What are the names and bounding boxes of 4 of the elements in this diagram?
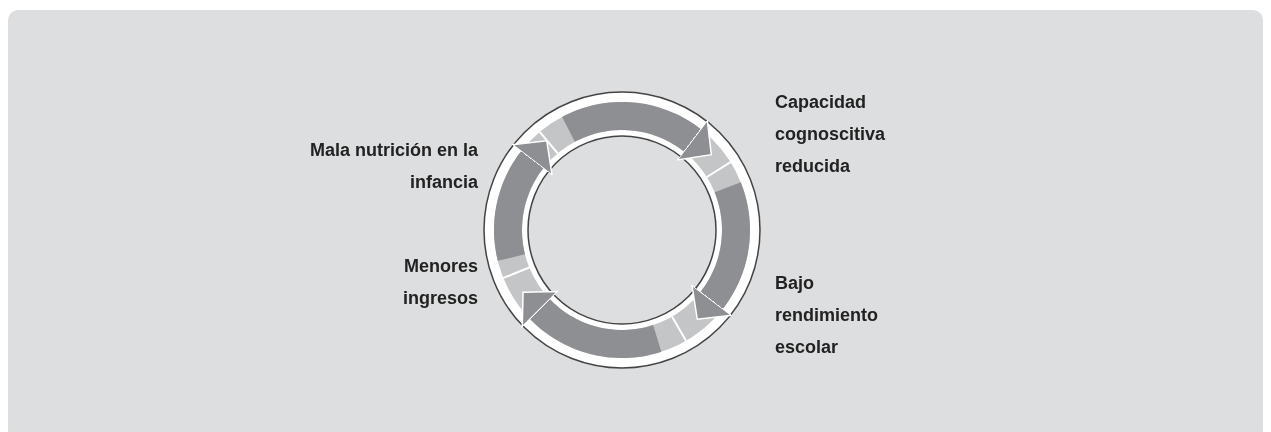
cycle-step-label: Bajo rendimiento escolar	[775, 272, 879, 359]
cycle-step-label: Menores ingresos	[401, 255, 478, 310]
cycle-step-label: Mala nutrición en la infancia	[308, 139, 478, 194]
cycle-step-label: Capacidad cognoscitiva reducida	[775, 91, 887, 178]
